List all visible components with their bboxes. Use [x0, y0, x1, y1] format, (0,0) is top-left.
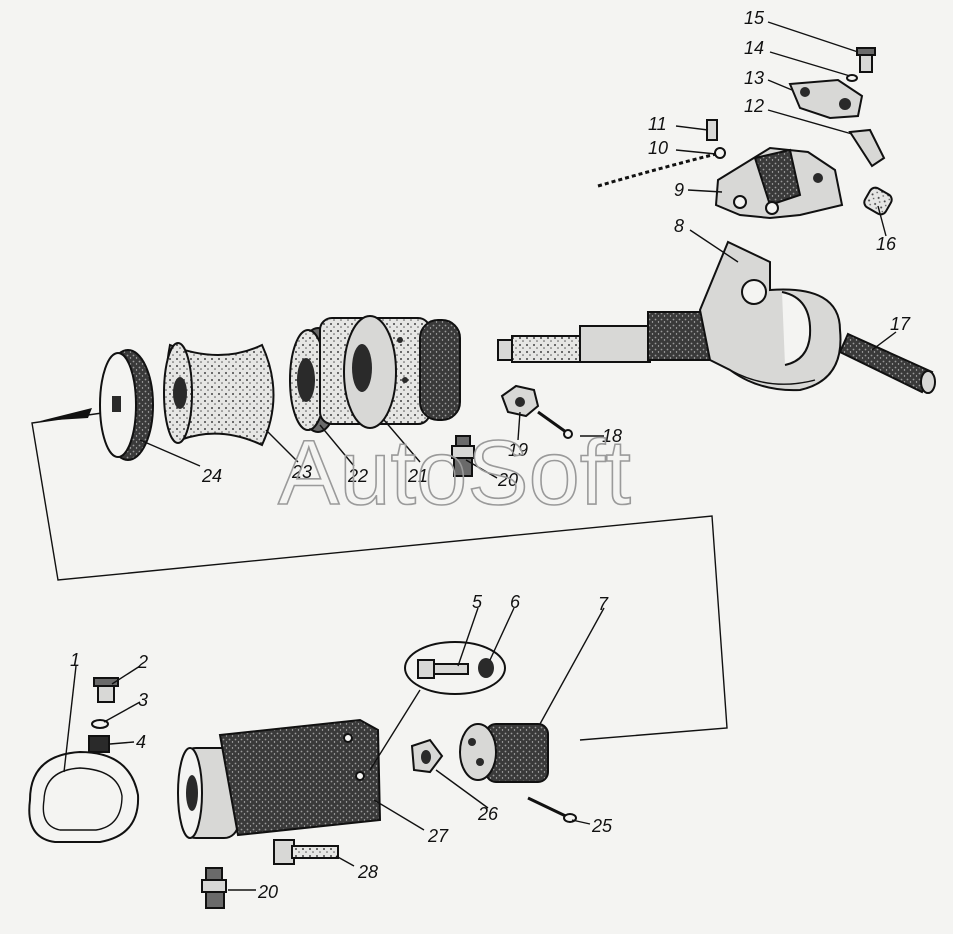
part-1-cover — [28, 750, 140, 843]
callout-23: 23 — [291, 462, 312, 482]
part-19-castle-nut — [500, 384, 540, 418]
callout-11: 11 — [648, 114, 667, 134]
callout-14: 14 — [744, 38, 764, 58]
callout-25: 25 — [591, 816, 613, 836]
callout-6: 6 — [510, 592, 521, 612]
part-26-lock-washer — [410, 738, 444, 774]
leader-lines — [63, 21, 897, 891]
part-9-clamp — [714, 146, 844, 220]
callout-7: 7 — [598, 594, 609, 614]
part-16-small-bushing — [863, 186, 893, 216]
part-24-washer — [99, 349, 154, 461]
callout-26: 26 — [477, 804, 499, 824]
part-28-bolt — [273, 839, 339, 865]
callout-2: 2 — [137, 652, 148, 672]
callout-27: 27 — [427, 826, 449, 846]
part-8-hook-shaft — [497, 240, 842, 392]
assembly-path-line — [31, 412, 728, 741]
callout-16: 16 — [876, 234, 897, 254]
part-27-housing — [177, 718, 382, 839]
part-2-screw — [93, 677, 119, 703]
callout-12: 12 — [744, 96, 764, 116]
part-25-cotter-pin — [527, 796, 577, 823]
callout-8: 8 — [674, 216, 684, 236]
callout-19: 19 — [508, 440, 528, 460]
callout-15: 15 — [744, 8, 765, 28]
watermark-text: AutoSoft — [278, 422, 631, 524]
detail-oval-5-6 — [369, 641, 506, 771]
part-4-nut — [88, 735, 110, 753]
callout-13: 13 — [744, 68, 764, 88]
callout-22: 22 — [347, 466, 368, 486]
part-21-flange-housing — [319, 315, 461, 429]
callout-24: 24 — [201, 466, 222, 486]
callout-5: 5 — [472, 592, 483, 612]
part-13-latch — [788, 78, 864, 120]
callout-labels: 15 14 13 12 11 10 9 8 16 17 18 19 20 21 … — [70, 8, 911, 902]
callout-20-bottom: 20 — [257, 882, 278, 902]
callout-4: 4 — [136, 732, 146, 752]
callout-1: 1 — [70, 650, 80, 670]
callout-18: 18 — [602, 426, 622, 446]
callout-10: 10 — [648, 138, 668, 158]
part-7-nut — [459, 723, 549, 783]
part-12-spring-plate — [848, 128, 886, 168]
callout-9: 9 — [674, 180, 684, 200]
part-11-bolt — [706, 119, 718, 141]
callout-3: 3 — [138, 690, 148, 710]
callout-20-top: 20 — [497, 470, 518, 490]
part-10-chain — [597, 147, 726, 188]
callout-28: 28 — [357, 862, 378, 882]
part-23-rubber-bushing — [163, 342, 275, 447]
part-15-screw — [856, 47, 876, 73]
assembly-arrow — [40, 408, 92, 421]
part-18-cotter-pin — [537, 410, 573, 439]
part-17-pin — [838, 332, 936, 394]
part-20-grease-fitting-top — [451, 435, 475, 477]
part-20-grease-fitting-bottom — [201, 867, 227, 909]
callout-17: 17 — [890, 314, 911, 334]
callout-21: 21 — [407, 466, 428, 486]
